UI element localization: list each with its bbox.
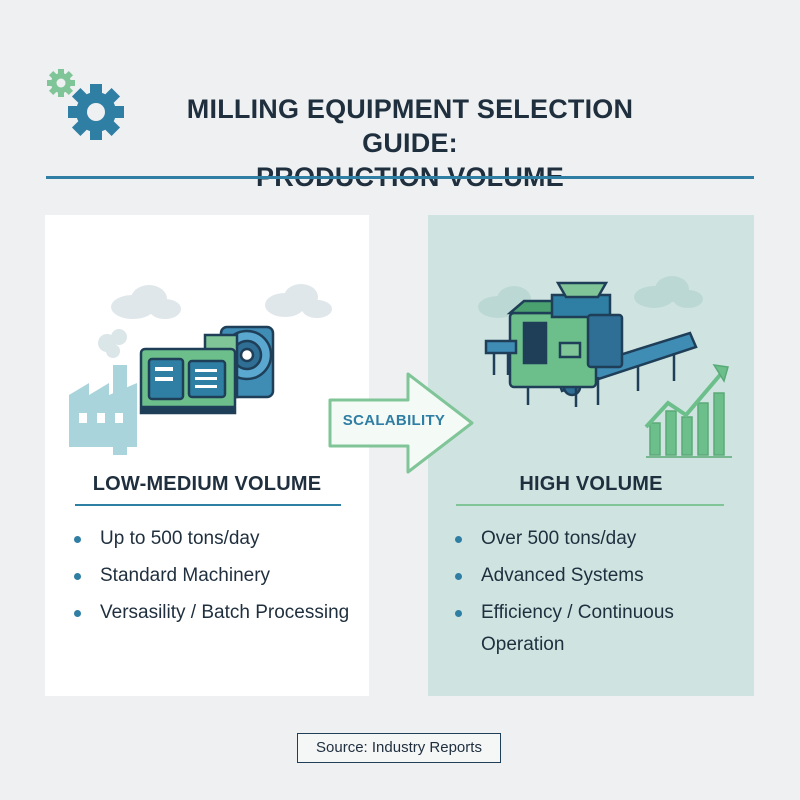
list-item-text: Versasility / Batch Processing (100, 602, 350, 623)
list-item-text: Over 500 tons/day (481, 528, 637, 549)
bullet-dot-icon (455, 536, 462, 543)
low-volume-illustration (69, 284, 332, 455)
list-item: Versasility / Batch Processing (73, 597, 360, 629)
low-medium-volume-panel: LOW-MEDIUM VOLUME Up to 500 tons/day Sta… (45, 215, 369, 696)
bullet-dot-icon (74, 536, 81, 543)
conveyor-mill-icon (484, 281, 698, 407)
list-item-text: Advanced Systems (481, 565, 644, 586)
list-item-text: Up to 500 tons/day (100, 528, 260, 549)
scalability-arrow-icon (328, 372, 474, 474)
bullet-dot-icon (74, 573, 81, 580)
list-item-text: Efficiency / Continuous Operation (481, 602, 674, 655)
right-panel-heading: HIGH VOLUME (519, 473, 663, 495)
bullet-dot-icon (74, 610, 81, 617)
growth-bar-chart-icon (644, 364, 732, 458)
right-bullet-list: Over 500 tons/day Advanced Systems Effic… (454, 523, 741, 666)
left-panel-divider (75, 504, 341, 506)
left-panel-heading: LOW-MEDIUM VOLUME (92, 473, 322, 495)
high-volume-panel: HIGH VOLUME Over 500 tons/day Advanced S… (428, 215, 754, 696)
cloud-icon (111, 284, 332, 319)
list-item: Advanced Systems (454, 560, 741, 592)
factory-icon (69, 329, 137, 455)
milling-machine-icon (139, 325, 275, 415)
left-bullet-list: Up to 500 tons/day Standard Machinery Ve… (73, 523, 360, 634)
list-item: Up to 500 tons/day (73, 523, 360, 555)
high-volume-illustration (478, 276, 732, 458)
gears-icon (47, 69, 124, 140)
page-title-line-1: MILLING EQUIPMENT SELECTION GUIDE: (186, 94, 634, 158)
bullet-dot-icon (455, 573, 462, 580)
list-item: Over 500 tons/day (454, 523, 741, 555)
list-item: Standard Machinery (73, 560, 360, 592)
scalability-label: SCALABILITY (342, 412, 446, 429)
list-item-text: Standard Machinery (100, 565, 271, 586)
title-divider (46, 176, 754, 179)
bullet-dot-icon (455, 610, 462, 617)
list-item: Efficiency / Continuous Operation (454, 597, 691, 661)
source-caption: Source: Industry Reports (297, 733, 501, 763)
right-panel-divider (456, 504, 724, 506)
